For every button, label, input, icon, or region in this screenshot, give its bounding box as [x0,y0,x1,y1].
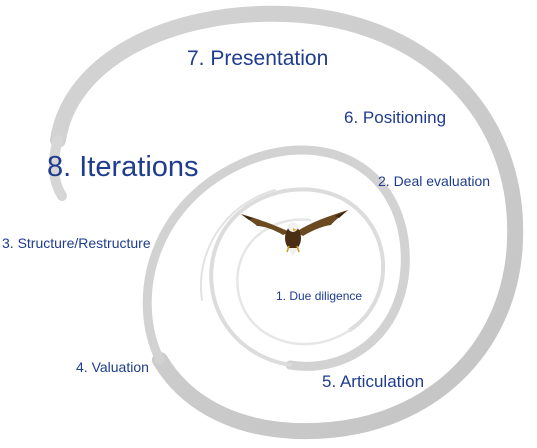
stage-2-label: 2. Deal evaluation [378,173,491,189]
stage-8-label: 8. Iterations [47,151,199,183]
stage-6-label: 6. Positioning [344,108,447,127]
stage-1-label: 1. Due diligence [276,289,363,303]
stage-4-label: 4. Valuation [76,359,149,375]
spiral-outer-band [50,5,524,440]
eagle-icon [241,210,348,256]
stage-3-label: 3. Structure/Restructure [2,235,151,251]
spiral-inner-band-1 [209,187,386,367]
spiral-tail [48,135,67,201]
stage-7-label: 7. Presentation [187,47,329,70]
stage-5-label: 5. Articulation [322,372,425,391]
spiral-middle-band [142,145,410,371]
spiral-inner-band-3 [199,189,276,301]
